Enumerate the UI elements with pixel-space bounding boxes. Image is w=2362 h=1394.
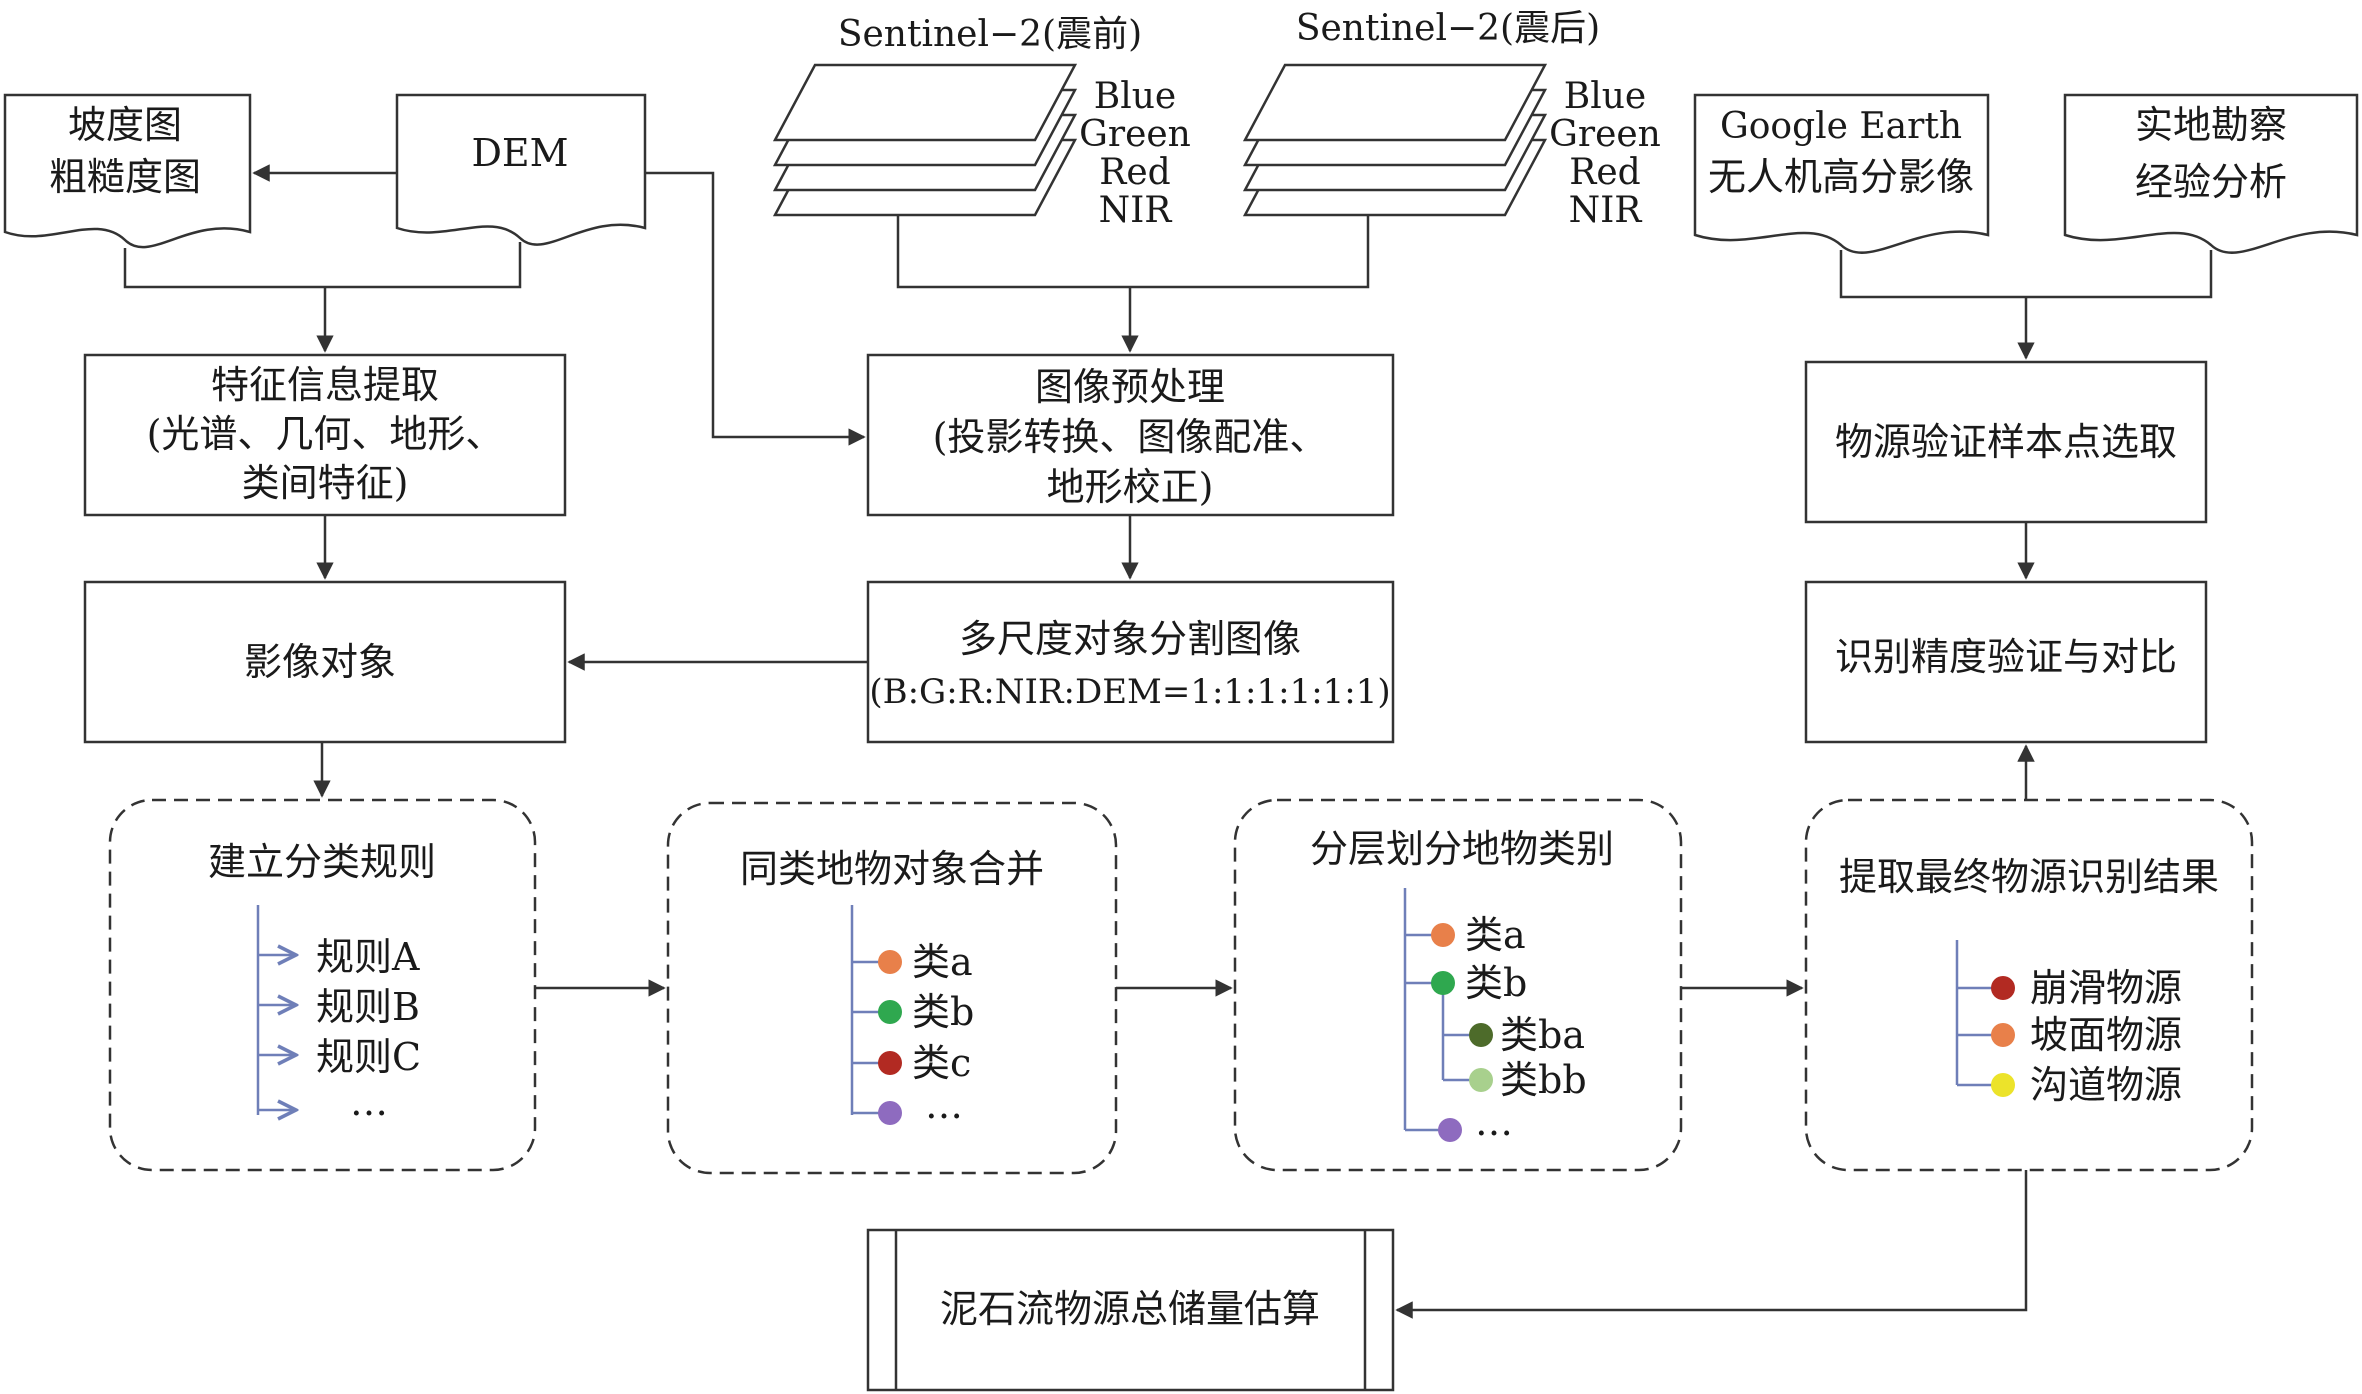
svg-text:类c: 类c [912,1041,971,1085]
rule-item-c: 规则C [258,1035,421,1079]
field-survey-doc: 实地勘察 经验分析 [2063,93,2359,254]
svg-text:泥石流物源总储量估算: 泥石流物源总储量估算 [940,1287,1320,1331]
merge-item-a: 类a [852,940,973,984]
sentinel-post-title: Sentinel−2(震后) [1296,8,1600,49]
band-blue: Blue [1564,76,1646,117]
google-earth-doc: Google Earth 无人机高分影像 [1693,93,1990,254]
slope-map-label: 坡度图 [68,103,182,147]
arrow-result-to-estimate [1395,1170,2028,1319]
result-item-collapse: 崩滑物源 [1957,966,2182,1010]
hier-item-more: … [1405,1100,1513,1144]
arrow-sentinel-to-preprocess [896,215,1370,289]
svg-text:类b: 类b [1465,961,1527,1005]
field-survey-label: 实地勘察 [2135,103,2287,147]
svg-text:崩滑物源: 崩滑物源 [2030,966,2182,1010]
svg-text:规则A: 规则A [316,935,420,979]
svg-text:类b: 类b [912,990,974,1034]
connectors [123,164,2213,1319]
slope-roughness-doc: 坡度图 粗糙度图 [3,93,252,249]
svg-text:识别精度验证与对比: 识别精度验证与对比 [1835,635,2177,679]
merge-panel: 同类地物对象合并 类a 类b 类c … [666,801,1118,1175]
band-blue: Blue [1094,76,1176,117]
dem-doc: DEM [395,93,647,246]
hier-item-a: 类a [1405,913,1526,957]
feature-extraction-box: 特征信息提取 (光谱、几何、地形、 类间特征) [83,353,567,517]
band-red: Red [1569,152,1640,193]
svg-text:(投影转换、图像配准、: (投影转换、图像配准、 [933,415,1328,459]
rule-item-a: 规则A [258,935,420,979]
svg-text:类a: 类a [1465,913,1526,957]
svg-text:类a: 类a [912,940,973,984]
sentinel-post-bands: Blue Green Red NIR [1549,76,1661,231]
merge-item-more: … [852,1083,963,1127]
svg-text:沟道物源: 沟道物源 [2030,1063,2182,1107]
svg-text:规则C: 规则C [316,1035,421,1079]
image-object-box: 影像对象 [83,580,567,744]
band-green: Green [1079,114,1191,155]
svg-text:特征信息提取: 特征信息提取 [211,363,439,407]
merge-item-b: 类b [852,990,974,1034]
segmentation-box: 多尺度对象分割图像 (B:G:R:NIR:DEM=1:1:1:1:1:1) [866,580,1395,744]
result-panel-title: 提取最终物源识别结果 [1839,855,2219,899]
svg-text:(B:G:R:NIR:DEM=1:1:1:1:1:1): (B:G:R:NIR:DEM=1:1:1:1:1:1) [869,672,1390,712]
merge-item-c: 类c [852,1041,971,1085]
svg-text:类间特征): 类间特征) [242,461,409,505]
svg-text:规则B: 规则B [316,985,420,1029]
storage-estimate-box: 泥石流物源总储量估算 [866,1228,1395,1392]
hier-item-bb: 类bb [1443,1058,1587,1102]
svg-text:图像预处理: 图像预处理 [1035,365,1225,409]
hierarchy-panel: 分层划分地物类别 类a 类b 类ba 类bb … [1233,798,1683,1172]
uav-imagery-label: 无人机高分影像 [1708,155,1974,199]
rules-panel: 建立分类规则 规则A 规则B 规则C … [108,798,537,1172]
rule-item-b: 规则B [258,985,420,1029]
sentinel-pre-stack: Sentinel−2(震前) Blue Green Red NIR [772,14,1191,231]
result-panel: 提取最终物源识别结果 崩滑物源 坡面物源 沟道物源 [1804,798,2254,1172]
svg-text:(光谱、几何、地形、: (光谱、几何、地形、 [147,412,504,456]
result-item-slope: 坡面物源 [1957,1013,2182,1057]
rule-item-more: … [258,1080,388,1124]
image-preprocess-box: 图像预处理 (投影转换、图像配准、 地形校正) [866,353,1395,517]
band-green: Green [1549,114,1661,155]
band-nir: NIR [1569,190,1643,231]
hier-item-b: 类b [1405,961,1527,1005]
svg-text:地形校正): 地形校正) [1047,465,1214,509]
result-item-channel: 沟道物源 [1957,1063,2182,1107]
sentinel-post-stack: Sentinel−2(震后) Blue Green Red NIR [1242,8,1661,231]
dem-label: DEM [471,131,568,175]
band-red: Red [1099,152,1170,193]
arrow-docs-to-feature [123,242,522,289]
svg-text:坡面物源: 坡面物源 [2030,1013,2182,1057]
roughness-map-label: 粗糙度图 [49,155,201,199]
svg-text:类bb: 类bb [1500,1058,1587,1102]
svg-text:影像对象: 影像对象 [244,640,396,684]
arrow-refs-to-sample [1839,250,2213,299]
svg-text:多尺度对象分割图像: 多尺度对象分割图像 [959,617,1301,661]
rules-panel-title: 建立分类规则 [208,840,436,884]
hierarchy-panel-title: 分层划分地物类别 [1310,827,1614,871]
merge-panel-title: 同类地物对象合并 [740,847,1044,891]
svg-text:…: … [350,1080,388,1124]
hier-item-ba: 类ba [1443,1013,1585,1057]
google-earth-label: Google Earth [1720,106,1962,147]
svg-text:…: … [925,1083,963,1127]
svg-text:…: … [1475,1100,1513,1144]
svg-text:类ba: 类ba [1500,1013,1585,1057]
sentinel-pre-bands: Blue Green Red NIR [1079,76,1191,231]
sentinel-pre-title: Sentinel−2(震前) [838,14,1142,55]
accuracy-validation-box: 识别精度验证与对比 [1804,580,2208,744]
arrow-dem-to-preprocess [645,171,866,446]
experience-analysis-label: 经验分析 [2135,160,2287,204]
band-nir: NIR [1099,190,1173,231]
svg-text:物源验证样本点选取: 物源验证样本点选取 [1835,420,2177,464]
sample-selection-box: 物源验证样本点选取 [1804,360,2208,524]
